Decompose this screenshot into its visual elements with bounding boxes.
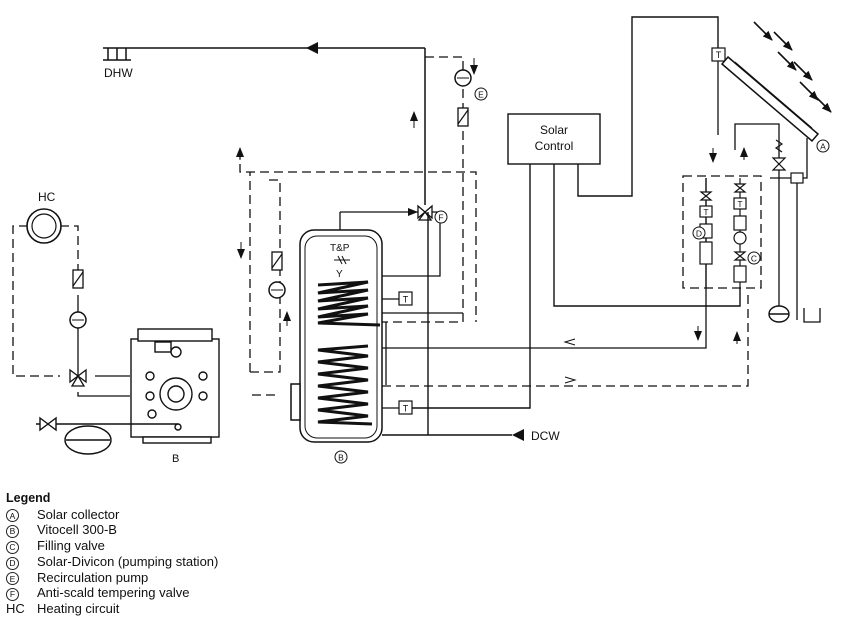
svg-text:F: F — [438, 213, 443, 223]
control-wiring — [412, 16, 741, 409]
legend: Legend A Solar collector B Vitocell 300-… — [6, 491, 426, 617]
relief-valve — [771, 139, 804, 184]
sun-rays — [753, 21, 832, 113]
marker-f: F — [434, 210, 448, 224]
tank-check-valve — [271, 251, 283, 271]
legend-text-e: Recirculation pump — [37, 569, 149, 585]
boiler-dhw-loop — [239, 150, 477, 396]
legend-text-b: Vitocell 300-B — [37, 522, 117, 538]
marker-a: A — [816, 139, 830, 153]
boiler-label: B — [172, 453, 179, 465]
tp-label: T&P — [330, 243, 350, 254]
tank-sensor-upper: T — [382, 291, 413, 306]
legend-item-e: E Recirculation pump — [6, 570, 426, 586]
solar-expansion-tank — [768, 305, 790, 323]
svg-text:Control: Control — [535, 139, 574, 153]
heating-circuit-lines — [12, 225, 79, 377]
svg-text:E: E — [478, 90, 484, 100]
lower-coil — [317, 344, 373, 426]
legend-text-hc: Heating circuit — [37, 601, 120, 616]
legend-key-a: A — [6, 509, 19, 523]
hc-label: HC — [38, 190, 56, 204]
legend-key-d: D — [6, 556, 19, 570]
expansion-tank — [36, 416, 178, 455]
hc-pump — [69, 311, 87, 329]
boiler — [130, 328, 220, 444]
dcw-label: DCW — [531, 429, 560, 443]
tank-connections — [382, 211, 463, 385]
marker-d: D — [692, 226, 706, 240]
upper-coil — [317, 280, 381, 327]
recirc-check-valve — [457, 107, 469, 127]
legend-item-f: F Anti-scald tempering valve — [6, 585, 426, 601]
legend-text-c: Filling valve — [37, 538, 105, 554]
marker-c: C — [747, 251, 761, 265]
collector-return — [734, 123, 821, 323]
svg-text:T: T — [716, 50, 722, 60]
svg-text:A: A — [820, 142, 826, 152]
tempering-valve — [339, 204, 433, 230]
svg-text:B: B — [338, 453, 344, 463]
heating-radiator — [26, 208, 62, 244]
legend-item-a: A Solar collector — [6, 507, 426, 523]
legend-item-c: C Filling valve — [6, 538, 426, 554]
tank-sensor-lower: T — [382, 400, 413, 415]
recirculation-pump — [454, 69, 472, 87]
heating-circuit-supply — [77, 295, 130, 397]
hc-mixing-valve — [69, 368, 87, 387]
hc-check-valve — [72, 269, 84, 289]
legend-item-b: B Vitocell 300-B — [6, 522, 426, 538]
solar-loop — [382, 61, 719, 349]
legend-key-c: C — [6, 540, 19, 554]
recirculation-line — [382, 56, 464, 323]
svg-text:T: T — [403, 404, 409, 414]
legend-key-f: F — [6, 588, 19, 601]
divicon-sensor-label-2: T — [737, 199, 742, 209]
solar-divicon — [682, 175, 762, 289]
legend-text-a: Solar collector — [37, 506, 120, 522]
dhw-label: DHW — [104, 66, 133, 80]
legend-text-f: Anti-scald tempering valve — [37, 585, 190, 601]
dhw-line — [103, 47, 426, 205]
solar-arrow-right — [564, 376, 577, 384]
tp-valve-symbol — [334, 255, 350, 265]
solar-collector — [720, 55, 820, 143]
svg-text:C: C — [751, 254, 757, 264]
legend-item-d: D Solar-Divicon (pumping station) — [6, 554, 426, 570]
solar-arrow-left — [563, 338, 576, 346]
dcw-arrow — [512, 429, 524, 441]
collector-sensor: T — [711, 47, 726, 62]
divicon-sensor-label-1: T — [703, 207, 708, 217]
tank-heating-pump — [268, 281, 286, 299]
solar-return — [382, 290, 749, 387]
legend-text-d: Solar-Divicon (pumping station) — [37, 553, 219, 569]
solar-control-box: Solar Control — [507, 113, 601, 165]
marker-b: B — [334, 450, 348, 464]
tp-y-marker: Y — [336, 269, 343, 280]
dcw-line — [382, 212, 512, 436]
legend-key-e: E — [6, 572, 19, 586]
svg-text:T: T — [403, 295, 409, 305]
svg-text:Solar: Solar — [540, 123, 568, 137]
legend-title: Legend — [6, 491, 51, 505]
legend-item-hc: HC Heating circuit — [6, 601, 426, 617]
marker-e: E — [474, 87, 488, 101]
storage-tank — [290, 229, 383, 443]
legend-key-b: B — [6, 525, 19, 538]
svg-text:D: D — [696, 229, 702, 239]
legend-key-hc: HC — [6, 601, 25, 616]
dhw-flow-arrow — [306, 42, 318, 54]
